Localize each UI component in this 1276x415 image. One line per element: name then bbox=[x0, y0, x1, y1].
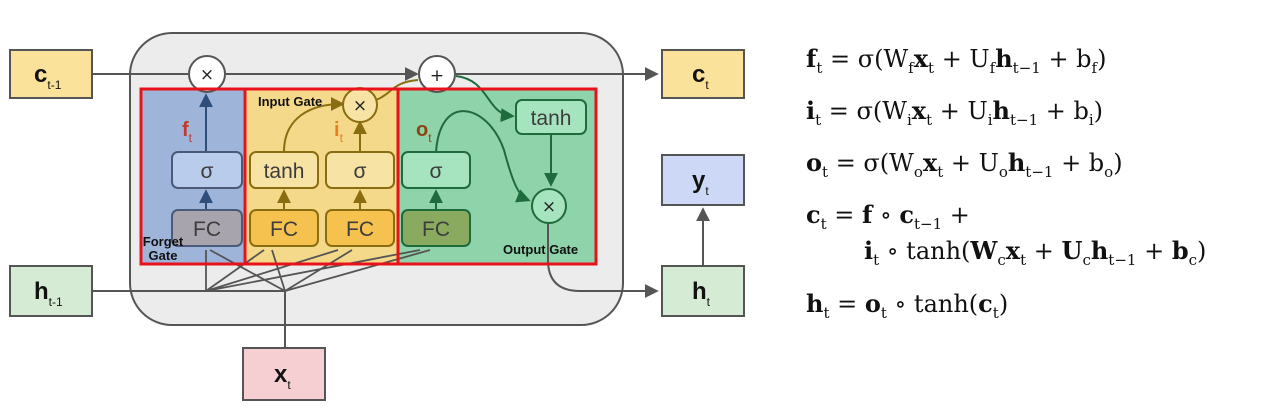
forget-sigma-label: σ bbox=[201, 160, 214, 183]
input-fc-label-2: FC bbox=[346, 218, 374, 241]
output-signal-label: ot bbox=[416, 119, 432, 145]
forget-mult-symbol: × bbox=[200, 65, 214, 85]
input-gate-label: Input Gate bbox=[258, 94, 322, 109]
add-node bbox=[418, 55, 456, 93]
forget-fc-box bbox=[171, 209, 243, 247]
output-fc-label: FC bbox=[422, 218, 450, 241]
add-symbol: + bbox=[430, 66, 444, 86]
c-out-box bbox=[661, 49, 745, 99]
hidden-out-line bbox=[547, 222, 659, 298]
c-out-label: ct bbox=[692, 61, 709, 92]
h-out-box bbox=[661, 265, 745, 317]
c-prev-label: ct-1 bbox=[34, 61, 62, 92]
input-tanh-to-mult bbox=[283, 97, 345, 153]
forget-gate-label-line1: Forget bbox=[143, 234, 184, 249]
input-mult-symbol: × bbox=[353, 96, 367, 116]
output-gate-border bbox=[396, 87, 598, 266]
x-box bbox=[242, 347, 326, 401]
c-prev-box bbox=[9, 49, 93, 99]
output-mult-symbol: × bbox=[542, 197, 556, 217]
equation-hidden: ht = ot ∘ tanh(ct) bbox=[806, 289, 1009, 322]
input-sigma-label: σ bbox=[354, 160, 367, 183]
forget-mult-node bbox=[188, 55, 226, 93]
input-fc-label-1: FC bbox=[270, 218, 298, 241]
equation-cell-line1: ct = f ∘ ct−1 + bbox=[806, 200, 970, 233]
output-tanh-label: tanh bbox=[531, 107, 572, 130]
input-signal-label: it bbox=[334, 119, 344, 145]
x-label: xt bbox=[274, 361, 291, 392]
output-sigma-label: σ bbox=[430, 160, 443, 183]
equation-forget: ft = σ(Wfxt + Ufht−1 + bf) bbox=[806, 44, 1107, 77]
equation-cell-line2: it ∘ tanh(Wcxt + Ucht−1 + bc) bbox=[864, 236, 1207, 269]
output-mult-node bbox=[531, 188, 567, 224]
lstm-cell-diagram: FC σ ft tanh σ FC FC × it σ FC tanh × ot… bbox=[9, 32, 745, 401]
cell-to-tanh-line bbox=[455, 75, 515, 123]
forget-fc-label: FC bbox=[193, 218, 221, 241]
y-out-box bbox=[661, 154, 745, 206]
forget-gate-label-line2: Gate bbox=[149, 248, 178, 263]
equation-input: it = σ(Wixt + Uiht−1 + bi) bbox=[806, 96, 1104, 129]
h-out-label: ht bbox=[692, 278, 711, 309]
input-tanh-label: tanh bbox=[264, 160, 305, 183]
forget-signal-label: ft bbox=[182, 119, 193, 145]
h-prev-label: ht-1 bbox=[34, 278, 63, 309]
y-out-label: yt bbox=[692, 167, 709, 198]
forget-sigma-box bbox=[171, 151, 243, 189]
equation-output: ot = σ(Woxt + Uoht−1 + bo) bbox=[806, 148, 1123, 181]
input-fanout-lines bbox=[205, 249, 431, 292]
h-prev-box bbox=[9, 265, 93, 317]
output-sigma-to-mult bbox=[435, 110, 531, 203]
output-gate-label: Output Gate bbox=[503, 242, 578, 257]
